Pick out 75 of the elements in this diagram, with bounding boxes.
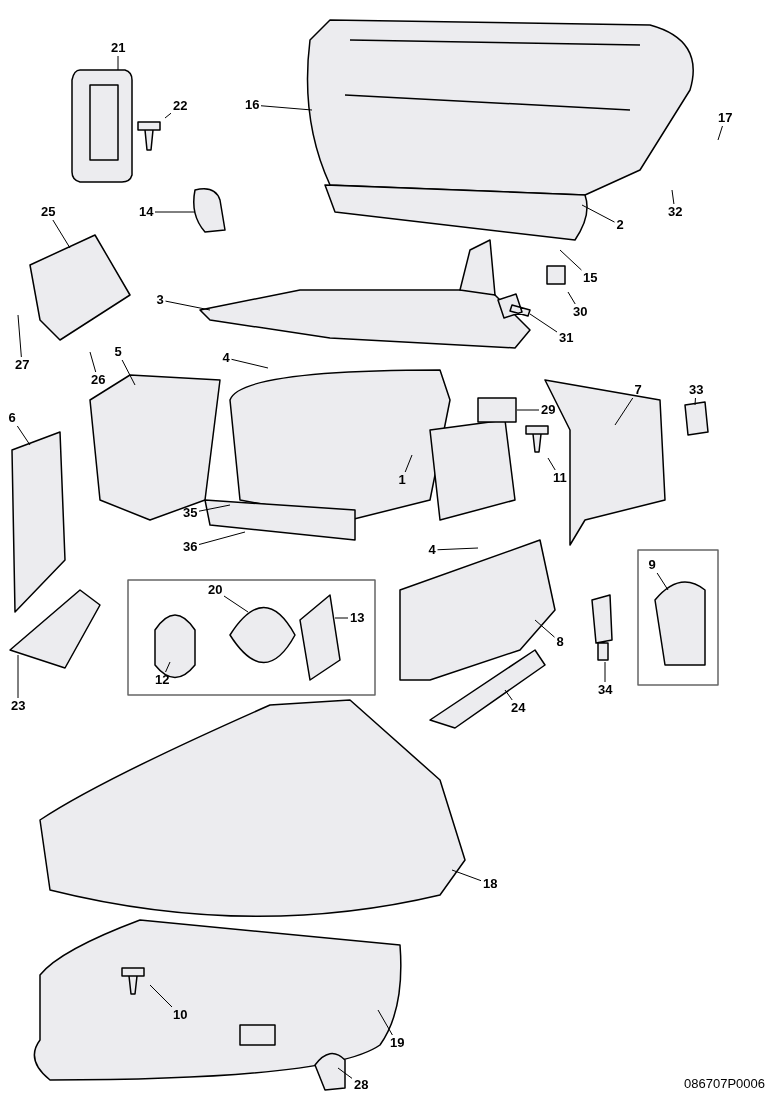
leader-line [149, 984, 173, 1008]
callout-number: 35 [181, 505, 200, 521]
leader-line [121, 359, 136, 386]
leader-line [614, 397, 634, 426]
callout-number: 10 [171, 1007, 190, 1023]
callout-number: 4 [426, 542, 438, 558]
callout-number: 7 [632, 382, 644, 398]
callout-number: 26 [89, 372, 108, 388]
callout-number: 31 [557, 330, 576, 346]
callout-number: 11 [551, 470, 569, 486]
leader-line [198, 531, 246, 546]
callout-number: 21 [109, 40, 128, 56]
leader-line [534, 619, 555, 638]
callout-number: 3 [154, 292, 166, 308]
callout-number: 4 [220, 350, 232, 366]
callout-number: 25 [39, 204, 58, 220]
leader-line [694, 397, 696, 406]
leader-line [516, 409, 540, 411]
callout-number: 1 [396, 472, 408, 488]
callout-number: 16 [243, 97, 262, 113]
leader-line [154, 211, 196, 213]
leader-line [231, 358, 269, 369]
leader-line [547, 457, 556, 471]
callout-number: 9 [646, 557, 658, 573]
callout-number: 6 [6, 410, 18, 426]
callout-number: 34 [596, 682, 615, 698]
leader-line [334, 617, 349, 619]
leader-line [164, 112, 172, 119]
callout-number: 14 [137, 204, 156, 220]
leader-line [17, 314, 22, 358]
callout-number: 17 [716, 110, 735, 126]
leader-line [567, 291, 576, 305]
callout-number: 13 [348, 610, 367, 626]
leader-line [559, 249, 582, 271]
callout-number: 2 [614, 217, 626, 233]
leader-line [89, 351, 97, 373]
leader-line [529, 313, 558, 333]
callout-number: 19 [388, 1035, 407, 1051]
leader-line [260, 105, 313, 111]
leader-line [604, 661, 606, 683]
leader-line [52, 219, 71, 249]
leader-line [404, 454, 413, 473]
callout-number: 28 [352, 1077, 371, 1093]
callout-number: 24 [509, 700, 528, 716]
callout-number: 5 [112, 344, 124, 360]
callout-number: 22 [171, 98, 190, 114]
leader-line [451, 869, 482, 882]
leader-line [16, 425, 31, 446]
leader-line [437, 547, 479, 551]
callout-number: 12 [153, 672, 172, 688]
leader-line [581, 204, 615, 223]
callout-number: 20 [206, 582, 225, 598]
callout-number: 23 [9, 698, 28, 714]
callout-number: 15 [581, 270, 600, 286]
leader-line [17, 654, 19, 699]
leader-line [198, 504, 231, 512]
leader-line [504, 689, 513, 701]
callout-number: 32 [666, 204, 685, 220]
callout-number: 36 [181, 539, 200, 555]
leader-line [223, 595, 249, 613]
callout-number: 27 [13, 357, 32, 373]
leader-line [656, 572, 669, 591]
callout-number: 29 [539, 402, 558, 418]
callout-number: 18 [481, 876, 500, 892]
callout-number: 8 [554, 634, 566, 650]
callout-number: 33 [687, 382, 706, 398]
leader-line [337, 1067, 353, 1079]
drawing-number: 086707P0006 [684, 1076, 765, 1091]
leader-line [377, 1009, 393, 1036]
leader-line [165, 300, 211, 311]
leader-line [671, 189, 675, 205]
leader-line [717, 125, 723, 141]
leader-line [165, 661, 171, 673]
leader-line [117, 55, 119, 71]
callout-number: 30 [571, 304, 590, 320]
